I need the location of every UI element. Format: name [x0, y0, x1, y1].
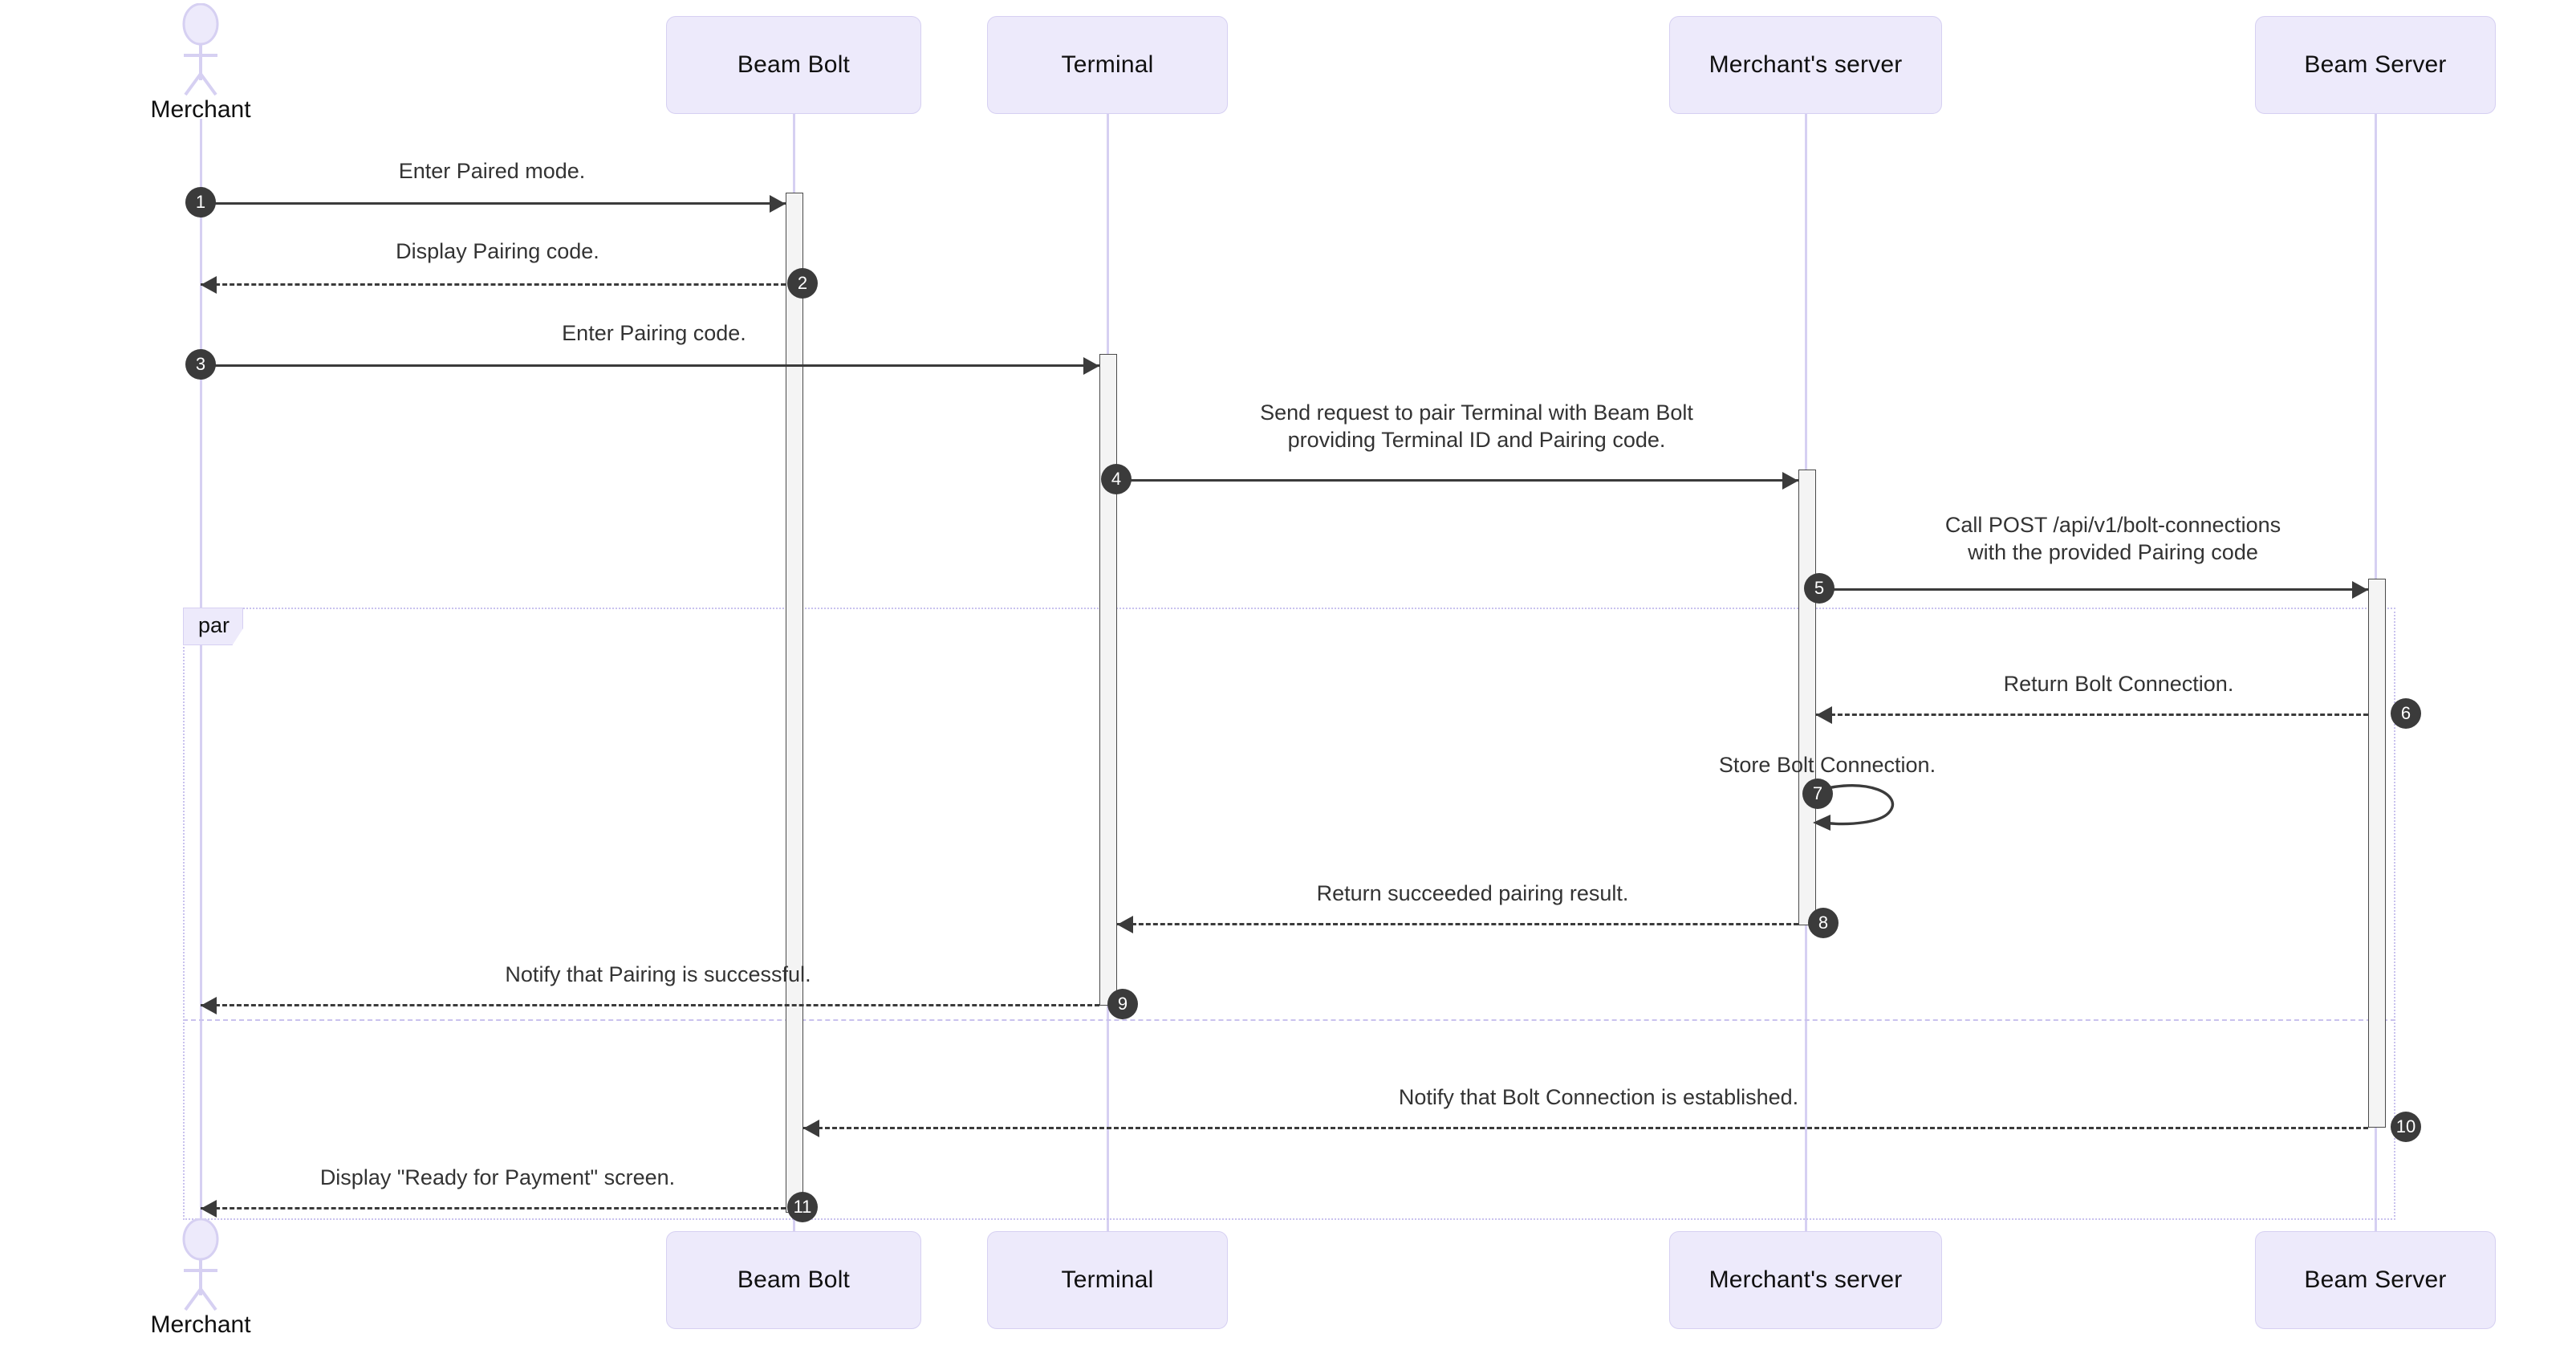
message-arrowhead-3 [1083, 357, 1099, 375]
participant-box-beam-bolt-top[interactable]: Beam Bolt [666, 16, 921, 114]
message-arrowhead-2 [201, 276, 217, 294]
message-line-1 [201, 202, 786, 205]
participant-label-beam-server: Beam Server [2304, 51, 2447, 78]
actor-label-merchant-top: Merchant [150, 96, 251, 123]
actor-label-merchant-bottom: Merchant [150, 1311, 251, 1338]
message-line-3 [201, 364, 1099, 367]
participant-label-merchants-server: Merchant's server [1709, 1266, 1903, 1293]
participant-box-beam-bolt-bottom[interactable]: Beam Bolt [666, 1231, 921, 1329]
sequence-number-7[interactable]: 7 [1802, 779, 1833, 809]
sequence-number-8[interactable]: 8 [1808, 908, 1839, 938]
participant-box-terminal-bottom[interactable]: Terminal [987, 1231, 1228, 1329]
actor-merchant-bottom[interactable] [162, 1218, 239, 1311]
activation-bar-beam-bolt [786, 193, 803, 1213]
actor-figure-icon [182, 3, 219, 96]
message-arrowhead-5 [2352, 581, 2368, 599]
message-label-2: Display Pairing code. [396, 239, 599, 263]
activation-bar-beam-server [2368, 579, 2386, 1128]
participant-box-terminal-top[interactable]: Terminal [987, 16, 1228, 114]
message-label-3: Enter Pairing code. [562, 321, 746, 345]
participant-box-merchants-server-top[interactable]: Merchant's server [1669, 16, 1942, 114]
message-label-1: Enter Paired mode. [398, 159, 586, 183]
sequence-number-5[interactable]: 5 [1804, 573, 1834, 604]
participant-box-beam-server-bottom[interactable]: Beam Server [2255, 1231, 2496, 1329]
message-line-2 [201, 283, 786, 286]
participant-label-merchants-server: Merchant's server [1709, 51, 1903, 78]
activation-bar-merchants-server [1798, 470, 1816, 925]
participant-label-terminal: Terminal [1061, 51, 1154, 78]
sequence-number-2[interactable]: 2 [787, 268, 818, 299]
sequence-number-6[interactable]: 6 [2391, 698, 2421, 729]
sequence-number-11[interactable]: 11 [787, 1192, 818, 1222]
actor-merchant-top[interactable] [162, 3, 239, 96]
sequence-number-3[interactable]: 3 [185, 349, 216, 380]
participant-box-merchants-server-bottom[interactable]: Merchant's server [1669, 1231, 1942, 1329]
activation-bar-terminal [1099, 354, 1117, 1006]
participant-box-beam-server-top[interactable]: Beam Server [2255, 16, 2496, 114]
message-label-4: Send request to pair Terminal with Beam … [1260, 400, 1693, 453]
sequence-number-10[interactable]: 10 [2391, 1112, 2421, 1142]
message-line-4 [1117, 479, 1798, 482]
participant-label-beam-bolt: Beam Bolt [737, 1266, 851, 1293]
participant-label-terminal: Terminal [1061, 1266, 1154, 1293]
message-arrowhead-4 [1782, 472, 1798, 490]
actor-figure-icon [182, 1218, 219, 1311]
message-label-5: Call POST /api/v1/bolt-connections with … [1944, 513, 2281, 565]
participant-label-beam-server: Beam Server [2304, 1266, 2447, 1293]
fragment-par [183, 608, 2395, 1220]
sequence-number-9[interactable]: 9 [1107, 989, 1138, 1019]
sequence-number-1[interactable]: 1 [185, 187, 216, 218]
sequence-number-4[interactable]: 4 [1101, 464, 1132, 494]
message-arrowhead-1 [770, 195, 786, 213]
fragment-divider [183, 1019, 2395, 1021]
fragment-label-par: par [183, 608, 244, 645]
participant-label-beam-bolt: Beam Bolt [737, 51, 851, 78]
lifeline-merchant [200, 119, 202, 1218]
message-line-5 [1816, 588, 2368, 591]
